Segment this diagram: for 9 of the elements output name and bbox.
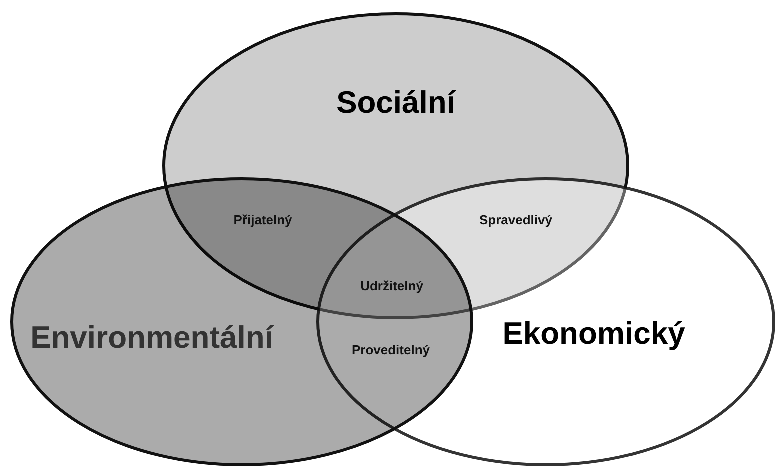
overlap-label: Udržitelný [360,278,424,294]
venn-ellipse [10,177,474,467]
venn-ellipse [162,12,630,320]
overlap-label: Proveditelný [352,342,430,358]
overlap-label: Spravedlivý [480,212,552,228]
circle-heading: Sociální [336,85,456,121]
circle-heading: Ekonomický [502,316,686,352]
overlap-label: Přijatelný [234,212,292,228]
circle-heading: Environmentální [30,320,274,356]
